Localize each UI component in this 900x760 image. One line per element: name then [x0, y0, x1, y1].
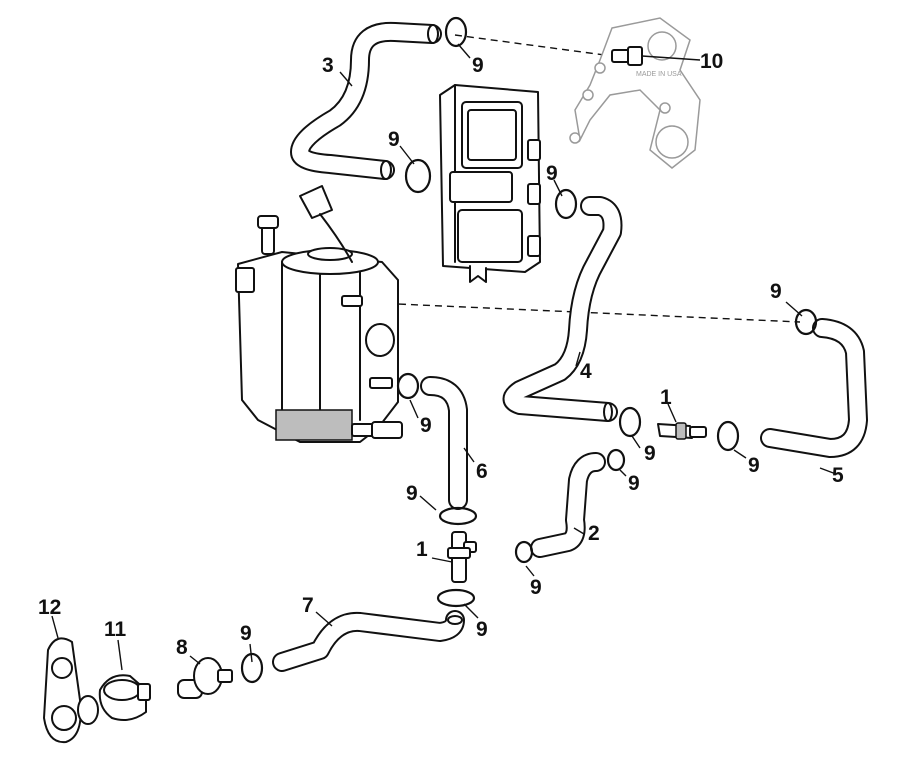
check-valve — [177, 657, 233, 699]
dashed-line-middle — [374, 302, 801, 323]
hose-6 — [420, 376, 468, 510]
callout-9-tee: 9 — [476, 618, 488, 641]
callout-9-hose2-bottom: 9 — [530, 576, 542, 599]
bracket-label: MADE IN USA — [636, 71, 682, 78]
clamp-top — [444, 16, 468, 48]
callout-9-left: 9 — [388, 128, 400, 151]
clamp-hose4 — [618, 406, 642, 438]
callout-2: 2 — [588, 522, 600, 545]
callout-1-upper: 1 — [660, 386, 672, 409]
callout-9-hose4: 9 — [644, 442, 656, 465]
callout-12: 12 — [38, 596, 61, 619]
callout-9-hose6: 9 — [406, 482, 418, 505]
clamp-module-right — [554, 188, 578, 220]
hose-2 — [530, 452, 606, 558]
callout-9-top: 9 — [472, 54, 484, 77]
sensor-bracket: MADE IN USA — [569, 17, 701, 169]
callout-9-hose7: 9 — [240, 622, 252, 645]
callout-9-pump: 9 — [420, 414, 432, 437]
callout-7: 7 — [302, 594, 314, 617]
control-module — [439, 84, 541, 283]
clamp-hose7 — [240, 652, 264, 684]
callouts: 3 9 10 9 9 9 4 1 9 9 9 9 6 5 9 2 1 9 7 9… — [38, 50, 844, 659]
inline-connector — [657, 422, 707, 440]
clamp-left-mid — [404, 158, 432, 194]
clamp-tee-bottom — [436, 588, 476, 608]
tee-fitting-lower — [447, 531, 477, 583]
adapter-fitting — [98, 674, 151, 721]
hose-3 — [290, 21, 442, 180]
hose-7 — [272, 610, 465, 672]
clamp-right-top — [794, 308, 818, 336]
callout-9-right: 9 — [770, 280, 782, 303]
hose-4 — [502, 196, 623, 422]
clamp-hose2-bottom — [514, 540, 534, 564]
callout-11: 11 — [104, 618, 127, 641]
leader-lines — [51, 43, 837, 671]
callout-9-module: 9 — [546, 162, 558, 185]
fitting-10 — [611, 46, 701, 66]
callout-9-hose2: 9 — [628, 472, 640, 495]
callout-5: 5 — [832, 464, 844, 487]
callout-6: 6 — [476, 460, 488, 483]
hose-5 — [760, 318, 868, 458]
callout-4: 4 — [580, 360, 592, 383]
clamp-hose6 — [438, 506, 478, 526]
fuel-pump-assembly — [235, 185, 403, 443]
callout-3: 3 — [322, 54, 334, 77]
callout-9-hose5: 9 — [748, 454, 760, 477]
mount-plate — [43, 637, 99, 744]
clamp-set — [240, 16, 818, 684]
callout-8: 8 — [176, 636, 188, 659]
clamp-hose5 — [716, 420, 740, 452]
clamp-pump — [396, 372, 420, 400]
callout-1-lower: 1 — [416, 538, 428, 561]
clamp-hose2-top — [606, 448, 626, 472]
dashed-line-top — [454, 34, 613, 57]
callout-10: 10 — [700, 50, 723, 73]
